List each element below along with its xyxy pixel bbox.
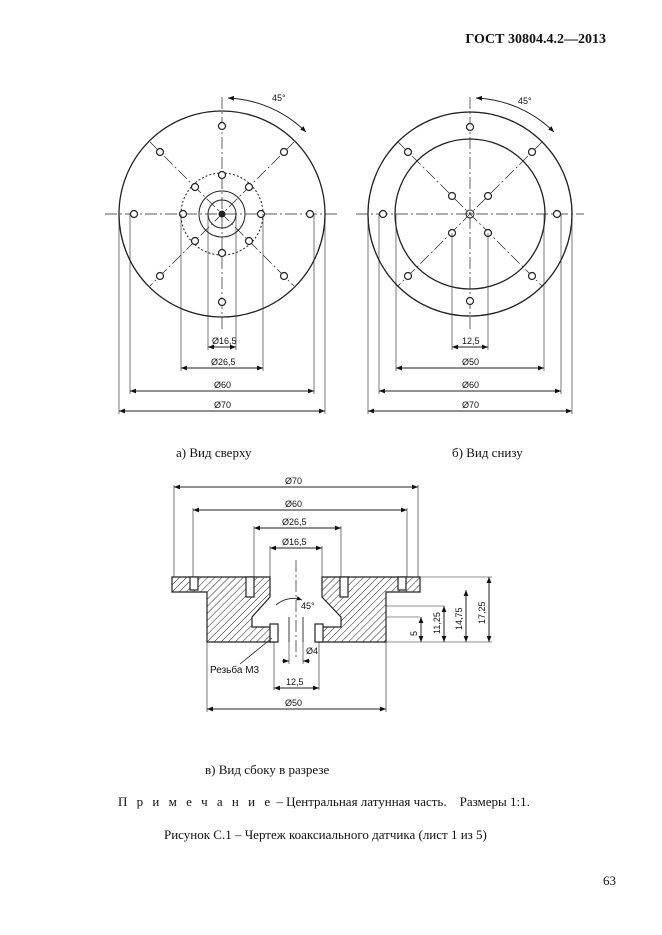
figure-caption: Рисунок С.1 – Чертеж коаксиального датчи… <box>164 827 487 842</box>
section-dim-12-5: 12,5 <box>286 677 304 687</box>
bottom-angle-label: 45° <box>518 96 532 106</box>
note-line: П р и м е ч а н и е – Центральная латунн… <box>118 794 530 810</box>
section-dim-5: 5 <box>409 631 419 636</box>
caption-bottom-view: б) Вид снизу <box>452 445 523 460</box>
top-dim-26-5: Ø26,5 <box>211 357 236 367</box>
section-dim-70: Ø70 <box>285 476 302 486</box>
bottom-view-drawing <box>356 95 584 414</box>
bottom-dim-60: Ø60 <box>462 380 479 390</box>
section-angle-label: 45° <box>301 601 315 611</box>
top-dim-70: Ø70 <box>214 400 231 410</box>
top-angle-label: 45° <box>272 93 286 103</box>
section-dim-14-75: 14,75 <box>454 607 464 630</box>
top-dim-60: Ø60 <box>214 380 231 390</box>
note-label: П р и м е ч а н и е <box>118 794 274 809</box>
section-dim-16-5: Ø16,5 <box>282 537 307 547</box>
top-dim-16-5: Ø16,5 <box>212 336 237 346</box>
section-view-drawing <box>172 576 420 643</box>
thread-label: Резьба М3 <box>210 664 260 676</box>
section-dim-17-25: 17,25 <box>477 601 487 624</box>
bottom-dim-12-5: 12,5 <box>462 336 480 346</box>
caption-section-view: в) Вид сбоку в разрезе <box>205 762 330 777</box>
section-dim-11-25: 11,25 <box>432 612 442 634</box>
note-text: – Центральная латунная часть. Размеры 1:… <box>273 794 530 809</box>
section-dim-4: Ø4 <box>306 646 318 656</box>
bottom-dim-70: Ø70 <box>462 400 479 410</box>
section-dim-50: Ø50 <box>285 698 302 708</box>
bottom-dim-50: Ø50 <box>462 357 479 367</box>
caption-top-view: а) Вид сверху <box>176 445 252 460</box>
standard-header: ГОСТ 30804.4.2—2013 <box>465 32 606 47</box>
section-dim-26-5: Ø26,5 <box>282 517 307 527</box>
top-view-drawing <box>105 95 340 414</box>
page-number: 63 <box>603 873 616 888</box>
section-dim-60: Ø60 <box>285 499 302 509</box>
